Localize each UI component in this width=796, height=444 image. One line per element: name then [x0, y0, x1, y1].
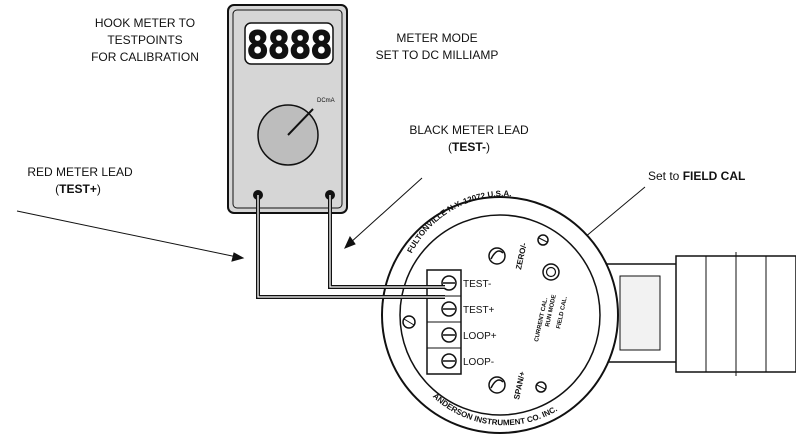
dial-mark-dcma: DCmA [317, 98, 335, 104]
hook-meter-line-3: FOR CALIBRATION [91, 50, 199, 64]
span-pot-icon [488, 376, 506, 394]
terminal-loop-plus[interactable]: LOOP+ [441, 327, 497, 343]
red-lead-code-line: (TEST+) [55, 182, 101, 196]
black-lead-arrow-line [349, 177, 423, 244]
terminal-test-plus[interactable]: TEST+ [441, 301, 495, 317]
conduit-fitting [597, 252, 796, 376]
meter-mode-label: METER MODE SET TO DC MILLIAMP [376, 31, 499, 62]
zero-pot-icon [488, 247, 506, 265]
set-to-label: Set to FIELD CAL [648, 169, 745, 183]
black-lead-arrowhead [344, 236, 356, 249]
terminal-label-loop-minus: LOOP- [463, 357, 494, 368]
meter-display [244, 22, 334, 65]
terminal-label-test-plus: TEST+ [463, 305, 495, 316]
terminal-label-loop-plus: LOOP+ [463, 331, 497, 342]
red-lead-code: TEST+ [59, 182, 97, 196]
span-pot-slot [490, 379, 504, 389]
red-lead-core [257, 195, 445, 298]
black-lead-code-line: (TEST-) [448, 140, 490, 154]
hook-meter-line-1: HOOK METER TO [95, 16, 195, 30]
black-lead-code: TEST- [452, 140, 486, 154]
mount-screw-slot [403, 318, 415, 326]
set-to-line: Set to FIELD CAL [648, 169, 745, 183]
transmitter: FULTONVILLE N.Y. 12072 U.S.A. ANDERSON I… [381, 189, 796, 434]
meter-bezel [232, 9, 343, 209]
meter-display-digits: 8888 [246, 24, 331, 67]
span-potentiometer[interactable]: SPAN/+ [488, 370, 527, 400]
red-lead-text: RED METER LEAD [27, 165, 133, 179]
red-lead-arrow-line [16, 210, 238, 258]
mount-screw-slot [538, 237, 548, 243]
black-lead-text: BLACK METER LEAD [409, 123, 529, 137]
multimeter: 8888 DCmA [227, 4, 348, 214]
meter-mode-line-1: METER MODE [396, 31, 477, 45]
meter-mode-line-2: SET TO DC MILLIAMP [376, 48, 499, 62]
mode-switch-knob [545, 266, 557, 278]
black-lead-core [329, 195, 445, 288]
set-to-value: FIELD CAL [683, 169, 746, 183]
mounting-screws [402, 234, 549, 393]
fitting-collar [619, 275, 661, 351]
black-lead-label: BLACK METER LEAD (TEST-) [409, 123, 529, 154]
meter-leads [256, 195, 445, 299]
red-lead-arrowhead [231, 252, 245, 262]
set-to-text: Set to [648, 169, 683, 183]
mount-screw-slot [536, 384, 546, 390]
zero-pot-slot [490, 250, 504, 260]
dial-pointer [287, 108, 314, 136]
hook-meter-line-2: TESTPOINTS [107, 33, 182, 47]
terminal-loop-minus[interactable]: LOOP- [441, 353, 494, 369]
red-lead-label: RED METER LEAD (TEST+) [27, 165, 133, 196]
terminal-test-minus[interactable]: TEST- [441, 275, 491, 291]
terminal-label-test-minus: TEST- [463, 279, 491, 290]
hook-meter-label: HOOK METER TO TESTPOINTS FOR CALIBRATION [91, 16, 199, 64]
